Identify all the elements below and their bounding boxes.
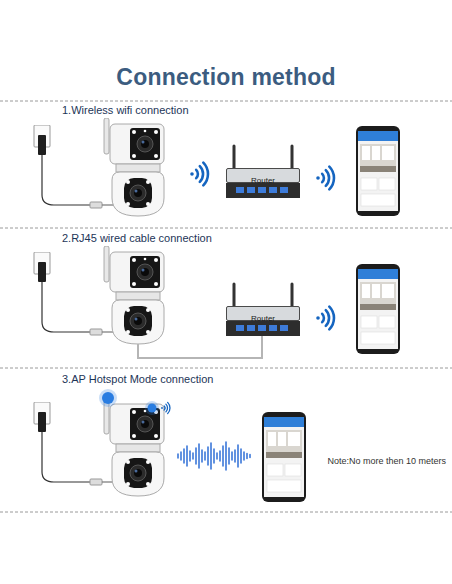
camera-illustration [104,398,164,496]
phone-illustration [356,264,400,354]
wifi-symbol [161,402,170,413]
hotspot-signal [99,389,159,415]
section-heading: 1.Wireless wifi connection [62,104,189,117]
separator-line [0,101,452,512]
wifi-symbol [190,163,208,186]
section-heading: 2.RJ45 wired cable connection [62,232,212,245]
power-adapter [34,125,114,208]
note-text: Note:No more then 10 meters [327,455,446,468]
wifi-symbol [316,167,334,190]
router-illustration [226,146,300,198]
section-heading: 3.AP Hotspot Mode connection [62,373,213,386]
phone-illustration [262,412,306,502]
sound-wave [178,442,250,470]
phone-illustration [356,126,400,216]
router-illustration [226,284,300,336]
power-adapter [34,252,114,335]
ethernet-cable [138,336,262,358]
router-box: Router [226,306,300,321]
wifi-symbol [316,307,334,330]
power-adapter [34,402,114,485]
router-label: Router [251,312,275,325]
diagram-title: Connection method [0,64,452,91]
camera-illustration [104,118,164,216]
router-box: Router [226,168,300,183]
camera-illustration [104,246,164,344]
router-label: Router [251,174,275,187]
